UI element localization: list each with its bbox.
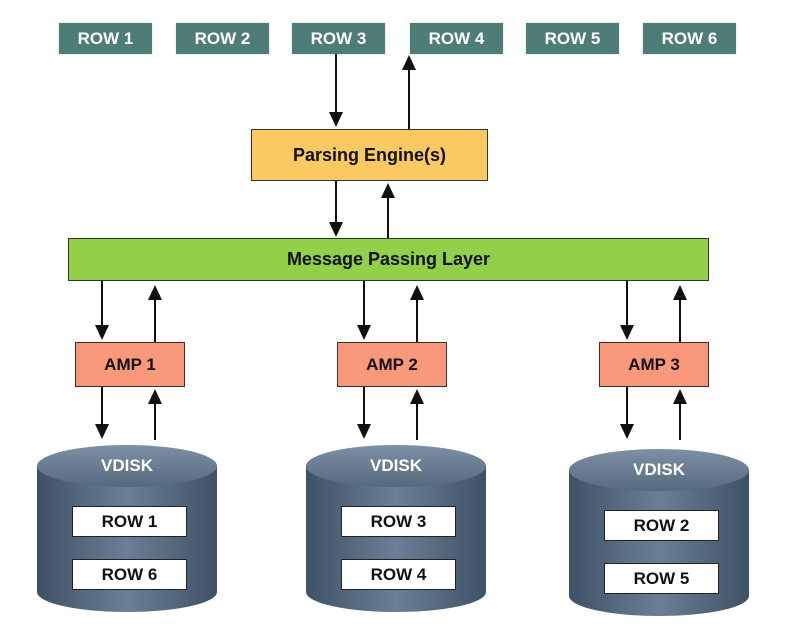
row-tab-3: ROW 3 bbox=[292, 23, 385, 54]
amp-3-box: AMP 3 bbox=[599, 342, 709, 387]
vdisk-row: ROW 3 bbox=[341, 506, 456, 537]
arrow-head bbox=[673, 389, 687, 404]
vdisk-row: ROW 4 bbox=[341, 559, 456, 590]
vdisk-2: VDISK ROW 3 ROW 4 bbox=[305, 444, 487, 614]
row-tab-5: ROW 5 bbox=[526, 23, 619, 54]
vdisk-row: ROW 1 bbox=[72, 506, 187, 537]
vdisk-row: ROW 6 bbox=[72, 559, 187, 590]
amp-2-box: AMP 2 bbox=[337, 342, 447, 387]
parsing-engine-box: Parsing Engine(s) bbox=[251, 129, 488, 181]
arrow-head bbox=[620, 424, 634, 439]
row-tab-2: ROW 2 bbox=[176, 23, 269, 54]
arrow-head bbox=[95, 424, 109, 439]
row-tab-4: ROW 4 bbox=[410, 23, 503, 54]
arrow-head bbox=[381, 183, 395, 198]
arrow-head bbox=[329, 112, 343, 127]
vdisk-label: VDISK bbox=[101, 456, 153, 475]
message-passing-layer-box: Message Passing Layer bbox=[68, 238, 709, 281]
arrow-head bbox=[357, 424, 371, 439]
vdisk-row: ROW 2 bbox=[604, 510, 719, 541]
vdisk-label: VDISK bbox=[370, 456, 422, 475]
arrow-head bbox=[410, 389, 424, 404]
arrow-head bbox=[148, 285, 162, 300]
arrow-head bbox=[95, 325, 109, 340]
arrow-head bbox=[402, 55, 416, 70]
vdisk-label: VDISK bbox=[633, 460, 685, 479]
vdisk-3: VDISK ROW 2 ROW 5 bbox=[568, 448, 750, 618]
arrow-head bbox=[329, 222, 343, 237]
row-tab-1: ROW 1 bbox=[59, 23, 152, 54]
arrow-head bbox=[410, 285, 424, 300]
arrow-head bbox=[148, 389, 162, 404]
arrow-head bbox=[357, 325, 371, 340]
row-tab-6: ROW 6 bbox=[643, 23, 736, 54]
arrow-head bbox=[673, 285, 687, 300]
vdisk-1: VDISK ROW 1 ROW 6 bbox=[36, 444, 218, 614]
vdisk-row: ROW 5 bbox=[604, 563, 719, 594]
arrow-head bbox=[620, 325, 634, 340]
amp-1-box: AMP 1 bbox=[75, 342, 185, 387]
